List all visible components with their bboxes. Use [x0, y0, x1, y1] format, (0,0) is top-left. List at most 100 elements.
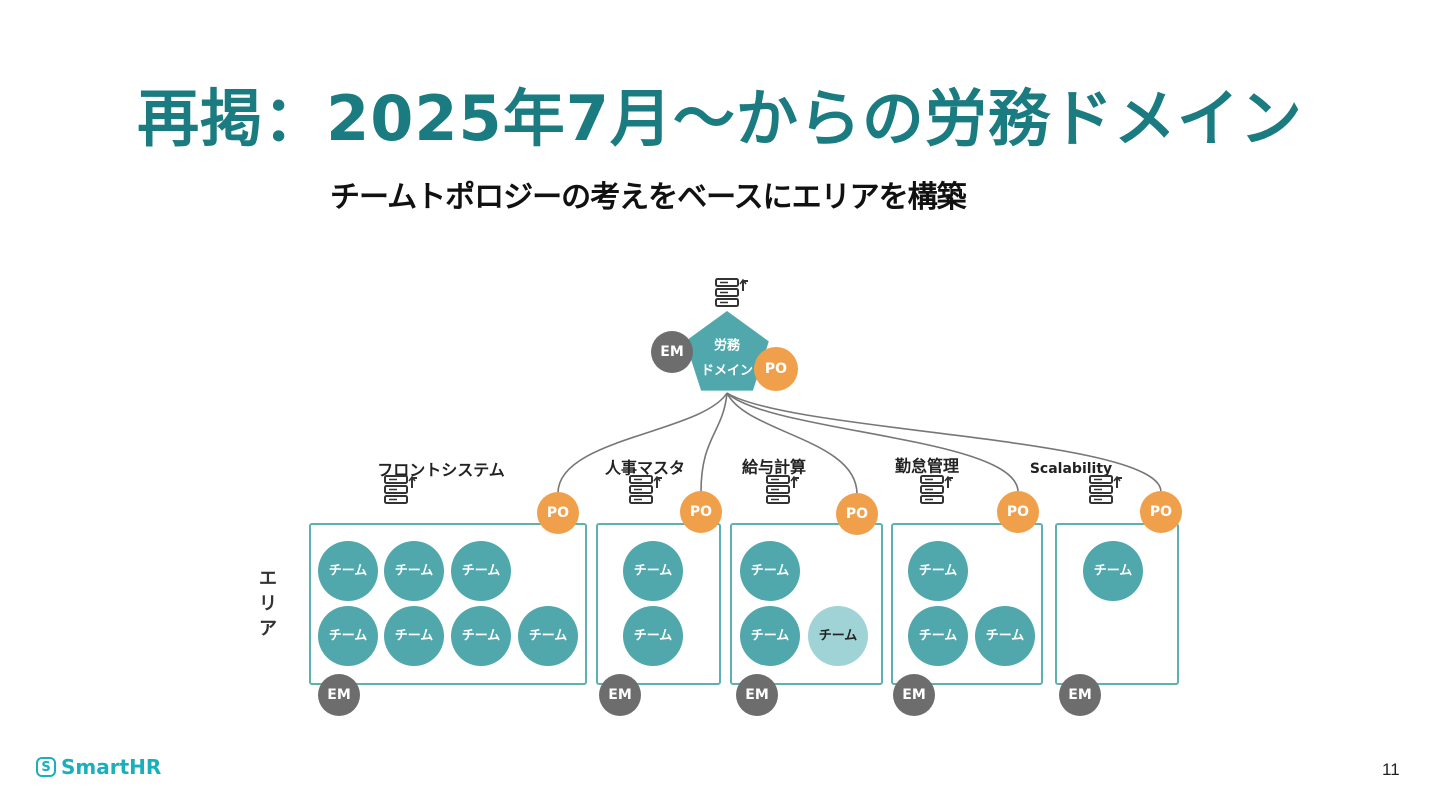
team-circle [384, 541, 444, 601]
server-stack-icon [715, 278, 748, 307]
domain-node: 労務ドメイン EM PO [651, 278, 798, 391]
team-label: チーム [462, 629, 501, 644]
em-badge [893, 674, 935, 716]
em-badge [318, 674, 360, 716]
server-unit [629, 495, 653, 504]
team-circle [740, 606, 800, 666]
team-circle [908, 606, 968, 666]
arrow-head [790, 475, 798, 482]
area-axis-label: エ [259, 569, 277, 590]
team-label: チーム [751, 564, 790, 579]
po-badge-label: PO [690, 504, 712, 520]
em-badge-label: EM [745, 687, 769, 703]
team-circle [740, 541, 800, 601]
po-badge [997, 491, 1039, 533]
team-circle [318, 541, 378, 601]
team-circle [318, 606, 378, 666]
domain-label-line1: 労務 [714, 338, 741, 354]
team-circle [975, 606, 1035, 666]
slide-title: 再掲：2025年7月〜からの労務ドメイン [137, 82, 1303, 155]
team-label: チーム [634, 629, 673, 644]
arrow-head [1113, 475, 1121, 482]
connector-line [726, 392, 1162, 493]
po-badge-label: PO [846, 506, 868, 522]
em-badge [1059, 674, 1101, 716]
team-label: チーム [529, 629, 568, 644]
area-name: フロントシステム [377, 461, 505, 480]
team-label: チーム [395, 564, 434, 579]
team-circle [808, 606, 868, 666]
arrow-head [653, 475, 661, 482]
server-stack-icon [920, 475, 953, 504]
arrow-head [944, 475, 952, 482]
area-name: Scalability [1030, 461, 1112, 477]
em-badge [599, 674, 641, 716]
smarthr-logo: S SmartHR [36, 754, 161, 780]
logo-text: SmartHR [61, 755, 162, 779]
slide-subtitle: チームトポロジーの考えをベースにエリアを構築 [330, 180, 967, 215]
server-unit [715, 298, 739, 307]
domain-em-label: EM [660, 344, 684, 360]
area-axis-label: ア [259, 619, 277, 640]
server-unit [384, 485, 408, 494]
server-unit [920, 475, 944, 484]
team-label: チーム [986, 629, 1025, 644]
server-unit [715, 288, 739, 297]
area-axis-label: リ [259, 594, 277, 615]
po-badge-label: PO [1007, 504, 1029, 520]
po-badge-label: PO [547, 505, 569, 521]
team-label: チーム [919, 629, 958, 644]
server-stack-icon [629, 475, 662, 504]
team-circle [451, 606, 511, 666]
team-circle [1083, 541, 1143, 601]
po-badge [680, 491, 722, 533]
connector-line [700, 392, 728, 493]
domain-em-badge [651, 331, 693, 373]
arrow-head [739, 278, 747, 285]
em-badge-label: EM [902, 687, 926, 703]
team-label: チーム [329, 564, 368, 579]
server-unit [766, 485, 790, 494]
logo-mark-icon: S [36, 757, 56, 777]
server-unit [629, 485, 653, 494]
area-name: 給与計算 [742, 458, 806, 477]
team-circle [623, 541, 683, 601]
team-circle [908, 541, 968, 601]
server-stack-icon [766, 475, 799, 504]
server-unit [766, 475, 790, 484]
server-unit [1089, 485, 1113, 494]
server-unit [629, 475, 653, 484]
connector-line [726, 392, 1019, 493]
team-label: チーム [462, 564, 501, 579]
team-circle [623, 606, 683, 666]
area-box [730, 523, 883, 685]
area-box [309, 523, 587, 685]
em-badge-label: EM [1068, 687, 1092, 703]
server-unit [920, 485, 944, 494]
team-circle [518, 606, 578, 666]
em-badge [736, 674, 778, 716]
server-unit [766, 495, 790, 504]
server-unit [1089, 475, 1113, 484]
area-boxes: チームチームチームチームチームチームチームPOEMチームチームPOEMチームチー… [309, 491, 1182, 716]
server-stack-icon [1089, 475, 1122, 504]
domain-pentagon [685, 311, 769, 391]
po-badge-label: PO [1150, 504, 1172, 520]
server-unit [1089, 495, 1113, 504]
team-label: チーム [819, 629, 858, 644]
domain-po-label: PO [765, 361, 787, 377]
connector-line [726, 392, 858, 495]
connector-lines [557, 392, 1162, 495]
area-box [891, 523, 1043, 685]
area-box [1055, 523, 1179, 685]
team-label: チーム [329, 629, 368, 644]
area-name: 人事マスタ [605, 459, 685, 478]
server-unit [384, 495, 408, 504]
em-badge-label: EM [608, 687, 632, 703]
domain-po-badge [754, 347, 798, 391]
domain-label-line2: ドメイン [701, 364, 753, 379]
team-label: チーム [1094, 564, 1133, 579]
em-badge-label: EM [327, 687, 351, 703]
